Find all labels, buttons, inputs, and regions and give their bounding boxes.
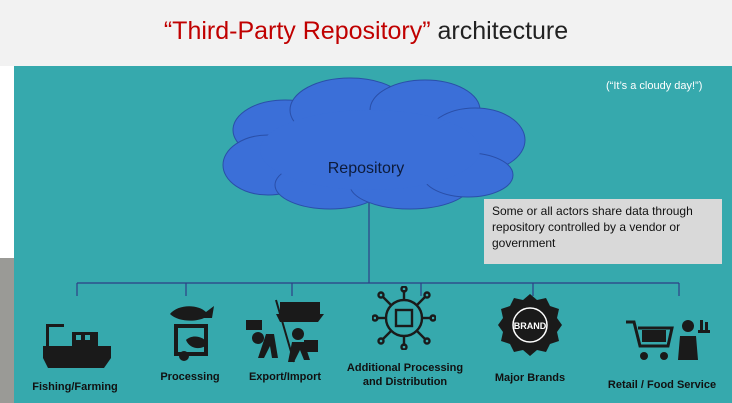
repository-label: Repository bbox=[327, 160, 405, 177]
cloudy-note: (“It’s a cloudy day!”) bbox=[606, 80, 703, 92]
actor-fishing: Fishing/Farming bbox=[32, 381, 118, 393]
cart-waiter-icon bbox=[626, 320, 710, 360]
actor-export-import: Export/Import bbox=[248, 371, 322, 383]
title-rest: architecture bbox=[437, 17, 569, 45]
actor-retail: Retail / Food Service bbox=[607, 379, 717, 391]
slide-title: “Third-Party Repository” architecture bbox=[0, 17, 732, 46]
brand-seal-icon: BRAND bbox=[498, 294, 562, 356]
boat-icon bbox=[43, 324, 111, 368]
title-bar bbox=[0, 0, 732, 66]
title-quoted: “Third-Party Repository” bbox=[163, 17, 431, 45]
actor-additional-processing: Additional Processing and Distribution bbox=[346, 362, 464, 388]
actor-processing: Processing bbox=[160, 371, 220, 383]
left-edge-strip bbox=[0, 258, 14, 403]
shipping-icon bbox=[246, 299, 324, 363]
svg-text:BRAND: BRAND bbox=[514, 321, 547, 331]
callout-box: Some or all actors share data through re… bbox=[484, 199, 722, 264]
network-hub-icon bbox=[372, 286, 436, 350]
actor-major-brands: Major Brands bbox=[494, 372, 566, 384]
fish-processing-icon bbox=[170, 306, 214, 361]
